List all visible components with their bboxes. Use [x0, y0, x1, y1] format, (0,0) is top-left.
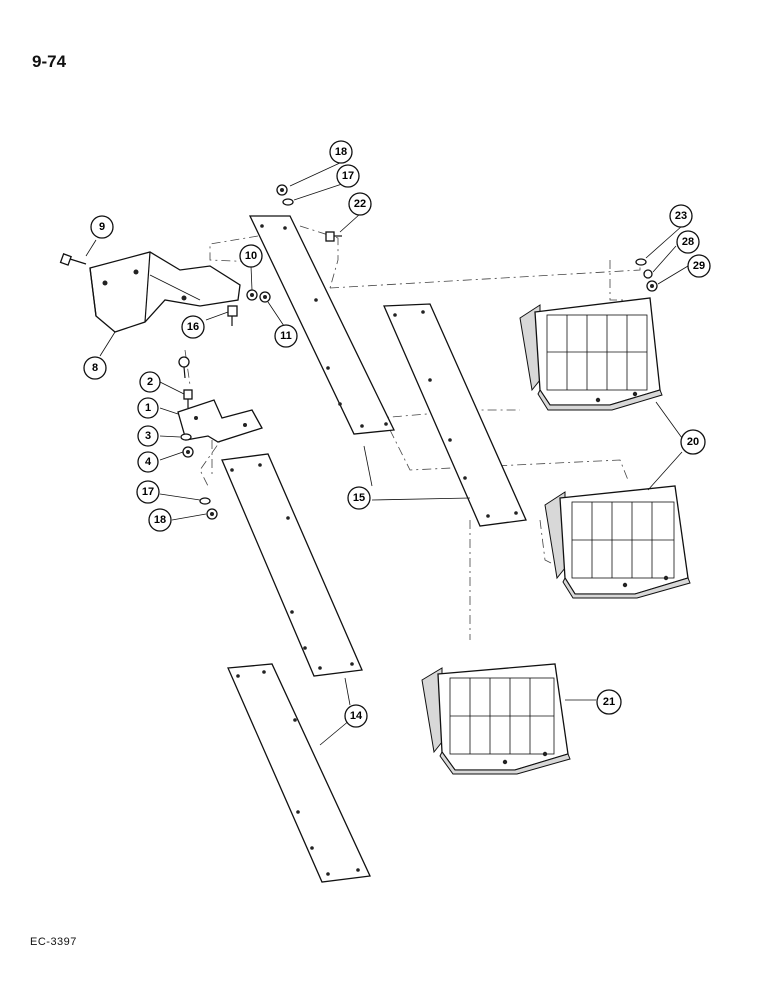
- callout-label: 15: [353, 492, 365, 504]
- bolt-part-22: [325, 231, 342, 242]
- step-tread-part-20-lower: [544, 485, 691, 599]
- callout-label: 17: [142, 486, 154, 498]
- fasteners-upper-17-18: [276, 184, 294, 206]
- panel-part-14-lower: [227, 663, 371, 883]
- callout-label: 23: [675, 210, 687, 222]
- callout-label: 21: [603, 696, 615, 708]
- callout-label: 16: [187, 321, 199, 333]
- callout-label: 14: [350, 710, 363, 722]
- callout-label: 17: [342, 170, 354, 182]
- callout-10: 10: [239, 244, 263, 268]
- callout-9: 9: [90, 215, 114, 239]
- callout-label: 8: [92, 362, 98, 374]
- callout-16: 16: [181, 315, 205, 339]
- callout-21: 21: [596, 689, 622, 715]
- leader-lines: [85, 161, 689, 746]
- callout-18-upper: 18: [329, 140, 353, 164]
- callout-label: 18: [154, 514, 166, 526]
- callout-23: 23: [669, 204, 693, 228]
- callout-label: 29: [693, 260, 705, 272]
- figure-code: EC-3397: [30, 936, 77, 948]
- panel-part-15-left: [248, 215, 395, 435]
- callout-4: 4: [137, 451, 159, 473]
- panel-part-14-upper: [221, 453, 363, 677]
- callout-label: 11: [280, 330, 292, 342]
- callout-14: 14: [344, 704, 368, 728]
- callout-label: 2: [147, 376, 153, 388]
- callout-label: 22: [354, 198, 366, 210]
- panel-part-15-right: [383, 303, 527, 527]
- step-tread-part-21: [421, 663, 571, 775]
- callout-label: 28: [682, 236, 694, 248]
- callout-22: 22: [348, 192, 372, 216]
- bolt-part-2: [183, 389, 193, 408]
- callout-label: 3: [145, 430, 151, 442]
- fasteners-23-28-29: [635, 258, 658, 292]
- nut-part-4: [182, 446, 194, 458]
- callout-15: 15: [347, 486, 371, 510]
- callout-20: 20: [680, 429, 706, 455]
- callout-8: 8: [83, 356, 107, 380]
- nuts-part-10-11: [246, 289, 271, 303]
- bolt-part-9: [59, 253, 87, 266]
- step-tread-part-20-upper: [519, 297, 663, 411]
- callout-1: 1: [137, 397, 159, 419]
- callout-11: 11: [274, 324, 298, 348]
- callout-label: 4: [145, 456, 152, 468]
- callout-28: 28: [676, 230, 700, 254]
- callout-18-lower: 18: [148, 508, 172, 532]
- washer-part-3: [180, 433, 192, 441]
- callout-29: 29: [687, 254, 711, 278]
- callout-3: 3: [137, 425, 159, 447]
- fasteners-lower-17-18: [199, 497, 218, 520]
- callout-label: 20: [687, 436, 699, 448]
- bolt-part-16: [178, 305, 238, 379]
- callout-label: 9: [99, 221, 105, 233]
- page-number: 9-74: [32, 52, 67, 71]
- callout-17-lower: 17: [136, 480, 160, 504]
- callout-label: 10: [245, 250, 257, 262]
- callout-17-upper: 17: [336, 164, 360, 188]
- bracket-part-8: [89, 251, 241, 333]
- plate-part-1: [177, 399, 263, 443]
- callout-2: 2: [139, 371, 161, 393]
- callout-label: 18: [335, 146, 347, 158]
- callout-label: 1: [145, 402, 151, 414]
